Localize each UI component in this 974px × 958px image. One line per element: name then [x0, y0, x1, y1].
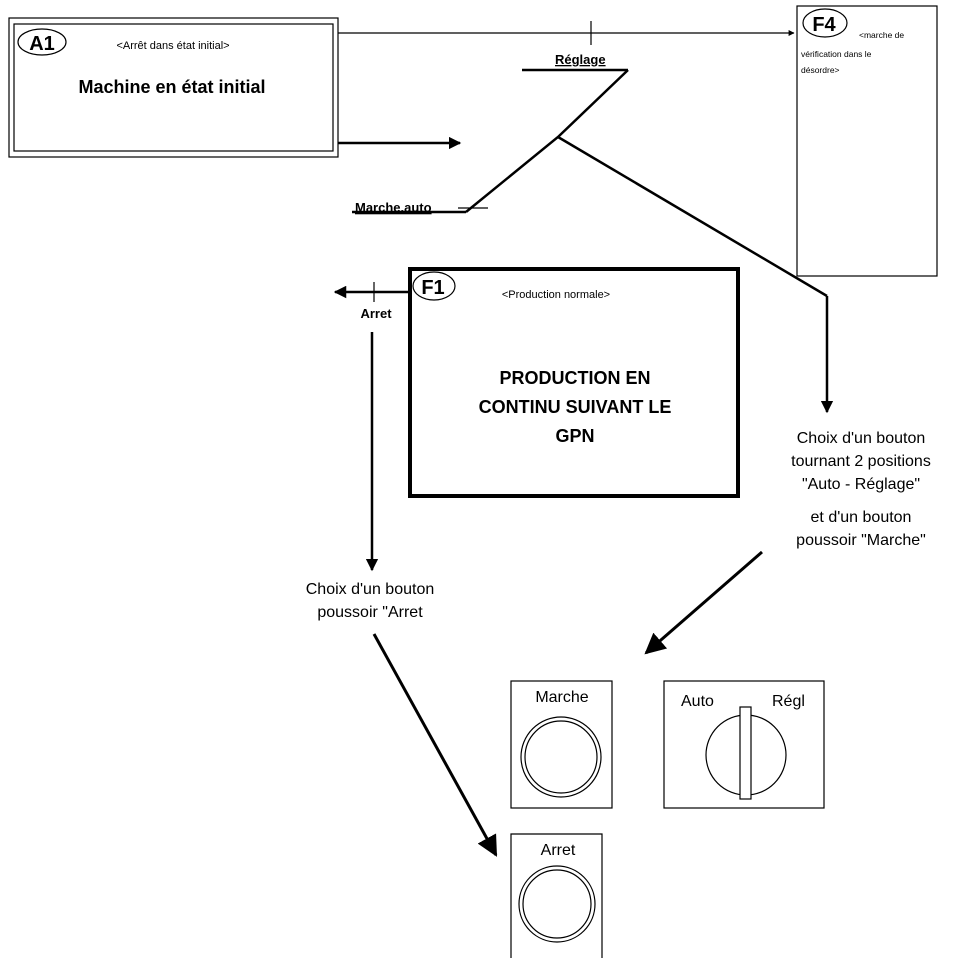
- arret-choice-line-2: poussoir "Arret: [317, 604, 423, 621]
- marche-choice-line-1: Choix d'un bouton: [797, 430, 925, 447]
- marche-auto-transition: Marche.auto: [338, 143, 488, 215]
- marche-auto-label: Marche.auto: [355, 200, 432, 215]
- f1-state-box: F1 <Production normale> PRODUCTION EN CO…: [410, 269, 738, 496]
- a1-tag: A1: [29, 33, 55, 55]
- f1-title-line-3: GPN: [555, 426, 594, 446]
- a1-state-box: A1 <Arrêt dans état initial> Machine en …: [9, 18, 338, 157]
- f1-tag: F1: [421, 277, 444, 299]
- marche-button-label: Marche: [535, 689, 588, 706]
- marche-choice-line-2: tournant 2 positions: [791, 453, 931, 470]
- arret-transition: Arret: [335, 282, 410, 570]
- arret-button-icon: [519, 866, 595, 942]
- marche-choice-note: Choix d'un bouton tournant 2 positions "…: [646, 430, 931, 653]
- marche-choice-line-3: "Auto - Réglage": [802, 476, 920, 493]
- a1-title: Machine en état initial: [78, 77, 265, 97]
- marche-button-icon: [521, 717, 601, 797]
- reglage-transition: Réglage: [466, 52, 827, 412]
- marche-choice-line-5: poussoir "Marche": [796, 532, 926, 549]
- reglage-label: Réglage: [555, 52, 606, 67]
- a1-comment: <Arrêt dans état initial>: [116, 40, 229, 52]
- arret-choice-note: Choix d'un bouton poussoir "Arret: [306, 581, 496, 855]
- selector-regl-label: Régl: [772, 693, 805, 710]
- f4-comment-line-3: désordre>: [801, 65, 840, 75]
- arret-choice-line-1: Choix d'un bouton: [306, 581, 434, 598]
- selector-switch-handle: [740, 707, 751, 799]
- f4-comment-line-1: <marche de: [859, 30, 904, 40]
- marche-button-panel: Marche: [511, 681, 612, 808]
- selector-auto-label: Auto: [681, 693, 714, 710]
- arret-button-label: Arret: [541, 842, 576, 859]
- arret-button-panel: Arret: [511, 834, 602, 958]
- f1-title-line-1: PRODUCTION EN: [499, 368, 650, 388]
- a1-to-f4-link: [338, 21, 794, 45]
- arret-label: Arret: [360, 306, 392, 321]
- marche-choice-line-4: et d'un bouton: [811, 509, 912, 526]
- f4-comment-line-2: vérification dans le: [801, 49, 872, 59]
- f4-tag: F4: [812, 14, 836, 36]
- f4-state-box: F4 <marche de vérification dans le désor…: [797, 6, 937, 276]
- selector-switch-panel: Auto Régl: [664, 681, 824, 808]
- f1-title-line-2: CONTINU SUIVANT LE: [479, 397, 672, 417]
- f1-comment: <Production normale>: [502, 289, 610, 301]
